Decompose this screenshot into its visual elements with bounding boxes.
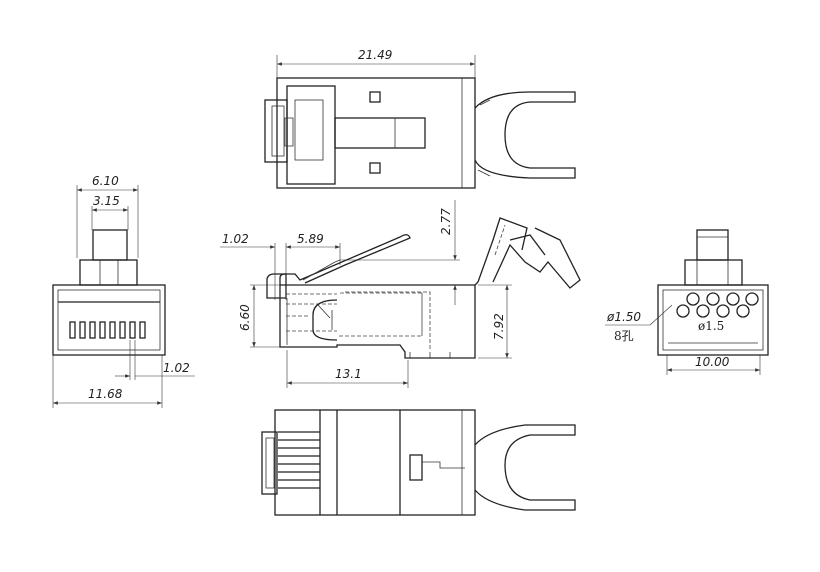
rear-view: ø1.50 8孔 ø1.5 10.00: [605, 229, 769, 375]
dim-width: 10.00: [695, 355, 730, 369]
side-view: 1.02 5.89 2.77 6.60 7.92 13.1: [220, 200, 581, 388]
hole-count: 8孔: [614, 329, 634, 343]
contacts: [69, 321, 146, 339]
dim-body-length: 13.1: [335, 367, 362, 381]
dim-latch-height: 2.77: [439, 208, 453, 235]
dim-overall-height: 7.92: [492, 313, 506, 340]
wire-holes: [676, 292, 759, 318]
hole-diameter: ø1.50: [606, 310, 641, 324]
dim-contact-pitch: 1.02: [163, 361, 190, 375]
dim-nose: 1.02: [222, 232, 249, 246]
dim-inner-tab-width: 3.15: [93, 194, 120, 208]
top-view: 21.49: [264, 48, 576, 189]
hole-diameter-inner: ø1.5: [698, 319, 724, 333]
dim-tab-width: 6.10: [92, 174, 119, 188]
dim-latch-offset: 5.89: [297, 232, 324, 246]
dim-length: 21.49: [358, 48, 392, 62]
dim-body-height: 6.60: [238, 304, 252, 331]
front-view-left: 6.10 3.15 1.02 11.68: [52, 174, 195, 408]
dim-overall-width: 11.68: [88, 387, 123, 401]
contact-strips: [278, 431, 320, 489]
bottom-view: [261, 409, 576, 516]
